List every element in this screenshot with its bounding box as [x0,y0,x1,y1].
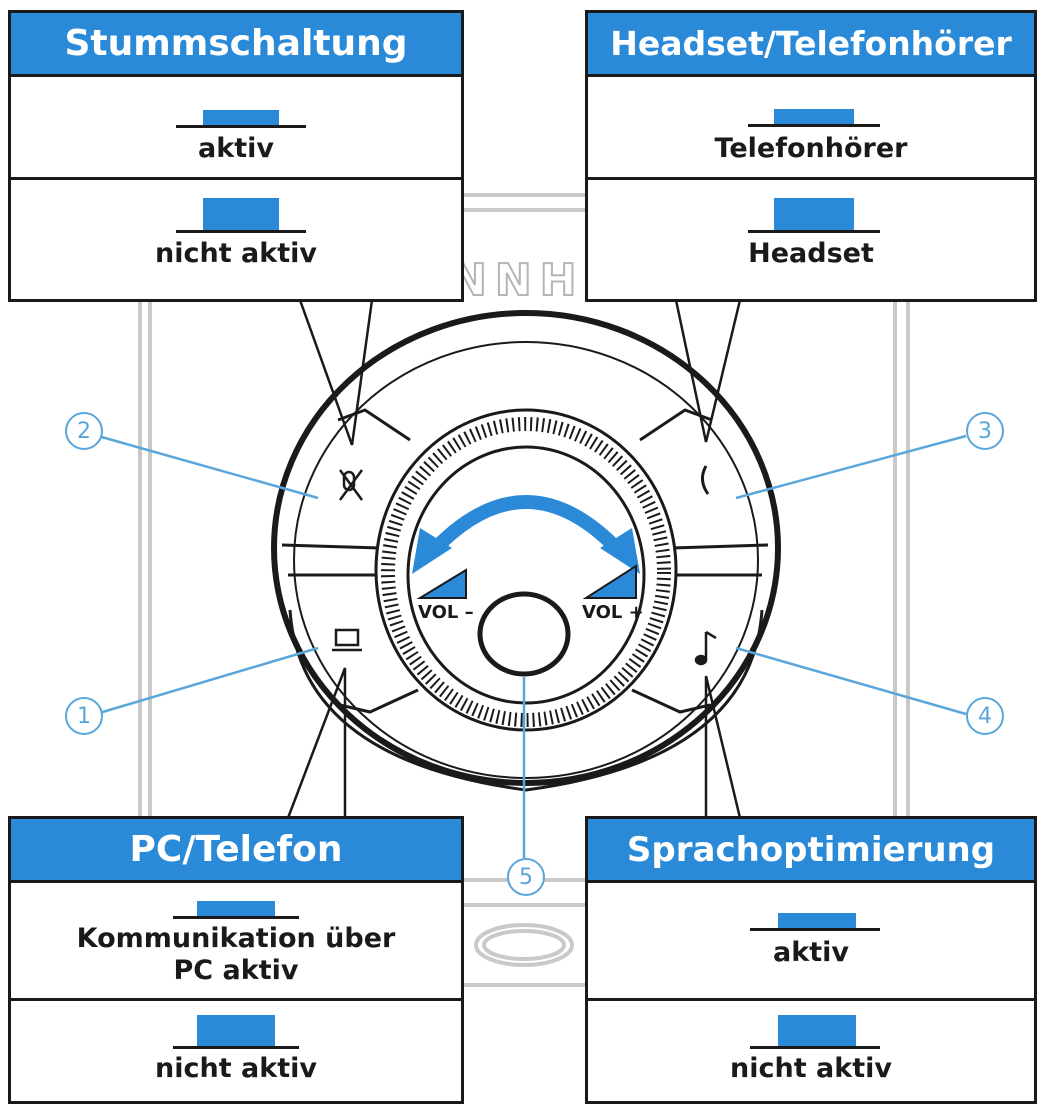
pc-state-inactive-label: nicht aktiv [155,1053,317,1084]
panel-pointers [286,299,742,819]
handset-icon [701,465,710,495]
callout-1-label: 1 [77,703,91,729]
switch-released-icon [774,198,854,231]
ring-dividers [281,408,769,714]
speech-panel: Sprachoptimierung aktiv nicht aktiv [585,816,1037,1104]
base-housing [138,193,910,987]
callout-2-label: 2 [77,418,91,444]
ring-bottom-shade [288,609,764,792]
vol-minus-wedge [416,568,467,599]
callout-4: 4 [966,697,1004,735]
pc-state-active-label-line2: PC aktiv [173,955,299,986]
callout-2: 2 [65,412,103,450]
pc-panel-title: PC/Telefon [11,819,461,883]
music-note-icon [694,630,717,666]
callout-3: 3 [966,412,1004,450]
pc-icon [332,628,362,652]
switch-pressed-icon [197,901,275,917]
callout-5: 5 [507,858,545,896]
brand-text: NNH [450,255,584,306]
switch-baseline [750,1046,880,1049]
mute-state-inactive-label: nicht aktiv [155,238,317,269]
vol-minus-label: VOL – [418,602,474,623]
pc-state-inactive: nicht aktiv [11,1001,461,1101]
pc-state-active-label: Kommunikation über [76,923,396,954]
dial-face [406,445,646,705]
rotate-arrow-right-head [600,528,640,574]
headset-state-headset-label: Headset [748,238,874,269]
dial-ribs [381,417,671,727]
headset-state-handset: Telefonhörer [588,77,1034,180]
mute-state-active-label: aktiv [198,133,274,164]
vol-plus-label: VOL + [582,602,644,623]
volume-knob[interactable] [477,591,571,677]
vol-plus-wedge [582,564,637,599]
headset-panel: Headset/Telefonhörer Telefonhörer Headse… [585,10,1037,302]
switch-baseline [750,928,880,931]
speech-state-active: aktiv [588,883,1034,1001]
callout-5-label: 5 [519,864,533,890]
speech-state-inactive: nicht aktiv [588,1001,1034,1101]
switch-baseline [176,230,306,233]
mute-panel-title: Stummschaltung [11,13,461,77]
mute-state-active: aktiv [11,77,461,180]
mute-panel: Stummschaltung aktiv nicht aktiv [8,10,464,302]
switch-pressed-icon [778,913,856,929]
mute-state-inactive: nicht aktiv [11,180,461,299]
switch-baseline [173,1046,299,1049]
rotate-arrow [425,495,627,559]
speech-panel-title: Sprachoptimierung [588,819,1034,883]
callout-1: 1 [65,697,103,735]
switch-baseline [173,916,299,919]
callout-leaders [95,434,967,858]
switch-baseline [748,230,880,233]
switch-pressed-icon [774,109,854,125]
pc-panel: PC/Telefon Kommunikation über PC aktiv n… [8,816,464,1104]
callout-4-label: 4 [978,703,992,729]
rotate-arrow-left-head [412,528,452,574]
headset-state-handset-label: Telefonhörer [714,133,908,164]
switch-released-icon [203,198,279,231]
callout-3-label: 3 [978,418,992,444]
headset-panel-title: Headset/Telefonhörer [588,13,1034,77]
switch-baseline [748,124,880,127]
switch-baseline [176,125,306,128]
speech-state-active-label: aktiv [773,937,849,968]
outer-ring-inner [293,341,759,779]
switch-released-icon [778,1015,856,1047]
switch-released-icon [197,1015,275,1047]
mute-icon [338,469,364,501]
speech-state-inactive-label: nicht aktiv [730,1053,892,1084]
headset-state-headset: Headset [588,180,1034,299]
switch-pressed-icon [203,110,279,126]
pc-state-active: Kommunikation über PC aktiv [11,883,461,1001]
